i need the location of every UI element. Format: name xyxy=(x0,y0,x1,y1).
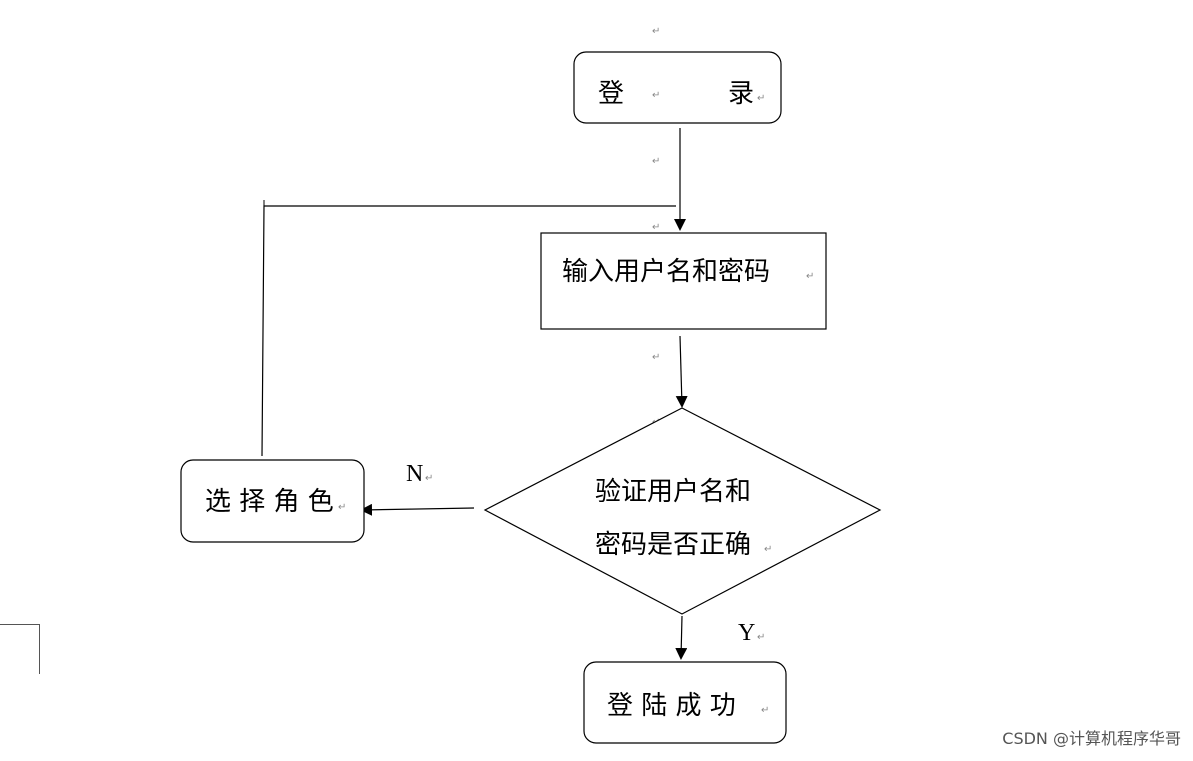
login-box xyxy=(573,51,782,124)
paragraph-mark: ↵ xyxy=(338,502,346,513)
paragraph-mark: ↵ xyxy=(652,156,660,167)
login-label-left: 登 xyxy=(598,79,624,109)
arrow-verify-to-success xyxy=(675,615,688,660)
paragraph-mark: ↵ xyxy=(761,705,769,716)
success-box xyxy=(583,661,787,744)
paragraph-mark: ↵ xyxy=(806,271,814,282)
paragraph-mark: ↵ xyxy=(764,544,772,555)
page-corner-mark xyxy=(0,624,40,674)
paragraph-mark: ↵ xyxy=(652,90,660,101)
watermark: CSDN @计算机程序华哥 xyxy=(1002,729,1181,748)
paragraph-mark: ↵ xyxy=(757,93,765,104)
select-role-label: 选 择 角 色 xyxy=(205,487,334,517)
paragraph-mark: ↵ xyxy=(652,222,660,233)
paragraph-mark: ↵ xyxy=(652,26,660,37)
node-input: 输入用户名和密码 ↵ xyxy=(540,232,827,330)
paragraph-mark: ↵ xyxy=(652,352,660,363)
input-box xyxy=(540,232,827,330)
edge-label-no: N xyxy=(406,461,423,487)
arrow-input-to-verify xyxy=(675,335,688,408)
node-success: 登 陆 成 功 ↵ xyxy=(583,661,787,744)
paragraph-mark: ↵ xyxy=(425,473,433,484)
arrow-verify-to-select-role xyxy=(360,503,475,516)
verify-label-line1: 验证用户名和 xyxy=(595,477,751,507)
verify-diamond xyxy=(483,407,882,615)
select-role-box xyxy=(180,459,365,543)
node-verify: 验证用户名和 密码是否正确 ↵ xyxy=(483,407,882,615)
login-label-right: 录 xyxy=(728,79,754,109)
verify-label-line2: 密码是否正确 xyxy=(595,530,751,560)
node-select-role: 选 择 角 色 ↵ xyxy=(180,459,365,543)
edge-label-yes: Y xyxy=(738,620,755,646)
input-label: 输入用户名和密码 xyxy=(562,257,770,287)
success-label: 登 陆 成 功 xyxy=(607,691,736,721)
node-login: 登 ↵ 录 ↵ xyxy=(573,51,782,124)
paragraph-mark: ↵ xyxy=(757,632,765,643)
